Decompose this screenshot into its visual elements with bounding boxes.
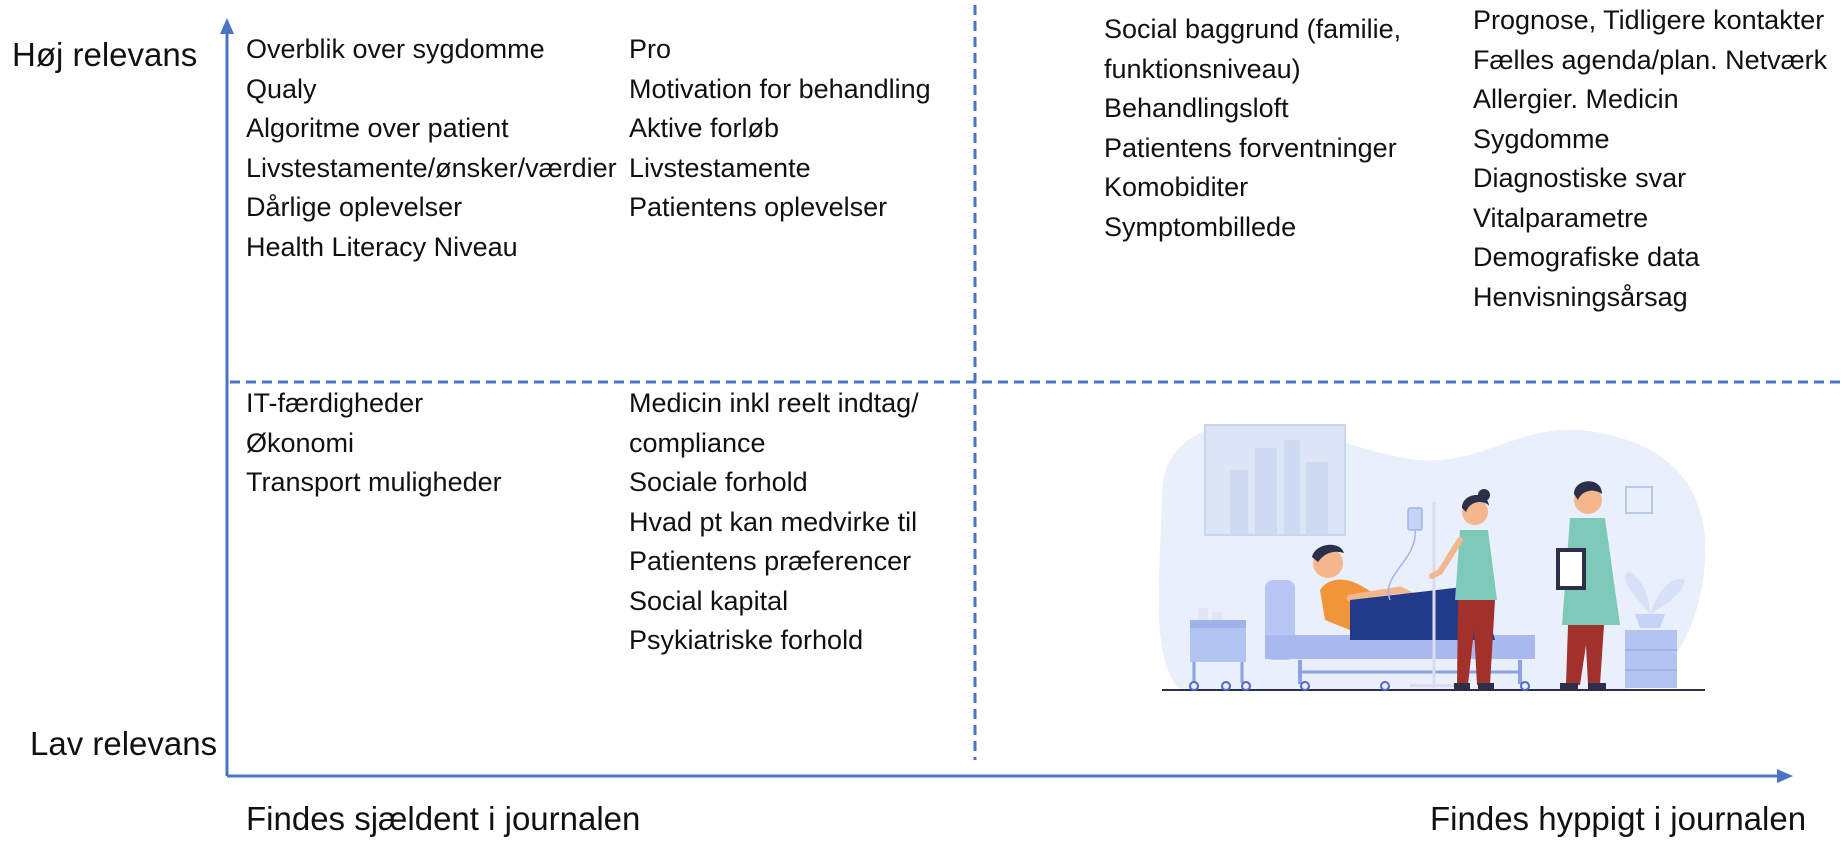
- y-axis: [220, 18, 234, 776]
- list-item: Demografiske data: [1473, 242, 1700, 272]
- list-item: Fælles agenda/plan. Netværk: [1473, 44, 1828, 75]
- list-item: Transport muligheder: [246, 467, 502, 497]
- x-axis-low-label: Findes sjældent i journalen: [246, 800, 641, 837]
- list-item: Patientens præferencer: [629, 546, 912, 576]
- list-item: IT-færdigheder: [246, 388, 424, 418]
- top-right-list-a: Social baggrund (familie, funktionsniveau…: [1104, 10, 1401, 247]
- list-item: Health Literacy Niveau: [246, 231, 518, 262]
- list-item: Medicin inkl reelt indtag/: [629, 388, 919, 418]
- list-item: Social baggrund (familie,: [1104, 14, 1402, 44]
- list-item: funktionsniveau): [1104, 53, 1301, 84]
- list-item: Patientens forventninger: [1104, 132, 1397, 163]
- list-item: Økonomi: [246, 427, 355, 458]
- list-item: Livstestamente/ønsker/værdier: [246, 152, 617, 183]
- list-item: Livstestamente: [629, 152, 811, 183]
- list-item: Social kapital: [629, 585, 789, 616]
- list-item: Allergier. Medicin: [1473, 84, 1679, 114]
- hospital-bed-illustration: [1158, 424, 1706, 691]
- list-item: Prognose, Tidligere kontakter: [1473, 5, 1825, 35]
- list-item: Sociale forhold: [629, 467, 808, 497]
- y-axis-low-label: Lav relevans: [30, 725, 218, 762]
- list-item: Sygdomme: [1473, 123, 1610, 154]
- list-item: compliance: [629, 427, 766, 458]
- list-item: Psykiatriske forhold: [629, 625, 864, 655]
- list-item: Komobiditer: [1104, 172, 1249, 202]
- list-item: Overblik over sygdomme: [246, 34, 545, 64]
- list-item: Hvad pt kan medvirke til: [629, 506, 918, 537]
- list-item: Symptombillede: [1104, 211, 1297, 242]
- list-item: Patientens oplevelser: [629, 192, 888, 222]
- list-item: Henvisningsårsag: [1473, 281, 1688, 312]
- list-item: Behandlingsloft: [1104, 93, 1289, 123]
- x-axis: [227, 769, 1793, 783]
- list-item: Pro: [629, 34, 672, 64]
- list-item: Vitalparametre: [1473, 202, 1649, 233]
- list-item: Aktive forløb: [629, 113, 780, 143]
- list-item: Algoritme over patient: [246, 113, 509, 143]
- list-item: Qualy: [246, 73, 317, 104]
- list-item: Motivation for behandling: [629, 73, 931, 104]
- list-item: Dårlige oplevelser: [246, 192, 463, 222]
- list-item: Diagnostiske svar: [1473, 163, 1687, 193]
- y-axis-high-label: Høj relevans: [12, 36, 198, 73]
- x-axis-high-label: Findes hyppigt i journalen: [1430, 800, 1807, 837]
